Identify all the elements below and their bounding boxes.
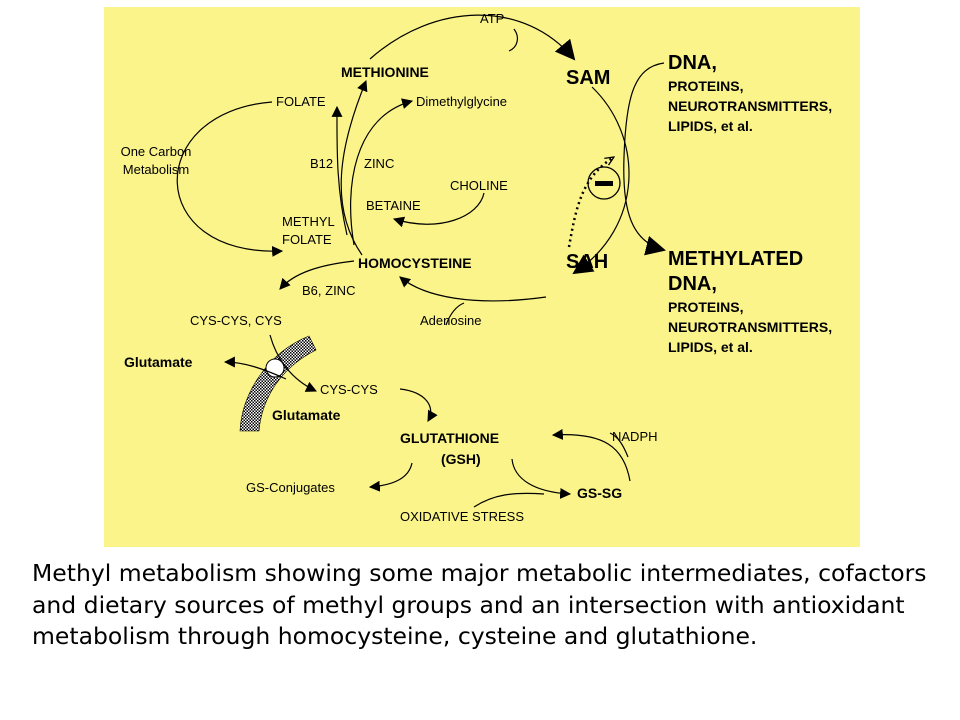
label-dimethylglycine: Dimethylglycine	[416, 94, 507, 109]
arrow-cyscys-to-glutathione	[399, 388, 438, 422]
label-glutathione: GLUTATHIONE	[400, 430, 499, 446]
arrow-folate-to-methylfolate	[176, 101, 284, 257]
products-line-lipids: LIPIDS, et al.	[668, 339, 753, 355]
label-adenosine: Adenosine	[420, 313, 481, 328]
label-cys-cys: CYS-CYS	[320, 382, 378, 397]
products-title-1: METHYLATED	[668, 248, 803, 270]
label-oxidative-stress: OXIDATIVE STRESS	[400, 509, 524, 524]
label-zinc-1: ZINC	[364, 156, 394, 171]
label-metabolism: Metabolism	[123, 162, 189, 177]
label-b12: B12	[310, 156, 333, 171]
arrow-nadph	[609, 432, 629, 458]
arrow-cys-import	[269, 334, 317, 392]
arrow-oxidative-stress	[473, 492, 545, 508]
substrates-line-lipids: LIPIDS, et al.	[668, 118, 753, 134]
label-methyl: METHYL	[282, 214, 335, 229]
products-title-2: DNA,	[668, 273, 717, 295]
substrates-line-proteins: PROTEINS,	[668, 78, 743, 94]
arrow-methionine-to-sam	[369, 14, 576, 61]
label-glutamate-in: Glutamate	[272, 407, 341, 423]
arrow-methylfolate-to-folate	[331, 105, 348, 236]
arrow-gsh-to-gssg	[511, 458, 572, 499]
products-line-neurotransmitters: NEUROTRANSMITTERS,	[668, 319, 832, 335]
arrow-homocysteine-to-methionine	[340, 79, 368, 256]
label-one-carbon: One Carbon	[121, 144, 192, 159]
arrow-adenosine-release	[445, 302, 465, 326]
label-atp: ATP	[480, 11, 504, 26]
label-gs-sg: GS-SG	[577, 485, 622, 501]
arrow-substrates-to-methylated	[623, 156, 666, 256]
label-sah: SAH	[566, 251, 608, 273]
arrow-choline-to-betaine	[392, 192, 485, 228]
label-methionine: METHIONINE	[341, 64, 429, 80]
label-homocysteine: HOMOCYSTEINE	[358, 255, 472, 271]
arrow-sah-inhibits-methylation	[567, 155, 614, 248]
arrow-sam-to-sah	[572, 86, 630, 275]
arrow-homocysteine-to-cys	[279, 260, 355, 290]
substrates-line-neurotransmitters: NEUROTRANSMITTERS,	[668, 98, 832, 114]
membrane-band	[239, 335, 317, 432]
label-nadph: NADPH	[612, 429, 658, 444]
inhibition-minus	[595, 181, 613, 186]
products-line-proteins: PROTEINS,	[668, 299, 743, 315]
label-gs-conjugates: GS-Conjugates	[246, 480, 335, 495]
label-methyl-folate: FOLATE	[282, 232, 332, 247]
label-betaine: BETAINE	[366, 198, 421, 213]
arrow-betaine-to-dimethylglycine	[350, 98, 414, 246]
label-gsh: (GSH)	[441, 451, 481, 467]
label-folate: FOLATE	[276, 94, 326, 109]
substrates-title: DNA,	[668, 52, 717, 74]
label-cys-cys-cys: CYS-CYS, CYS	[190, 313, 282, 328]
label-glutamate-out: Glutamate	[124, 354, 193, 370]
arrow-sam-to-substrates	[623, 62, 665, 158]
methyl-metabolism-diagram: ATP METHIONINE SAM FOLATE Dimethylglycin…	[104, 7, 860, 547]
diagram-background	[104, 7, 860, 547]
arrow-sah-to-homocysteine	[399, 276, 547, 302]
label-sam: SAM	[566, 67, 610, 89]
arrow-glutathione-to-conjugates	[368, 462, 413, 492]
arrow-atp-input	[508, 28, 519, 52]
arrow-glutamate-export	[223, 356, 287, 380]
inhibition-circle	[587, 166, 621, 200]
arrow-gssg-to-gsh	[551, 428, 631, 482]
figure-caption: Methyl metabolism showing some major met…	[32, 559, 927, 650]
label-b6-zinc: B6, ZINC	[302, 283, 355, 298]
label-choline: CHOLINE	[450, 178, 508, 193]
